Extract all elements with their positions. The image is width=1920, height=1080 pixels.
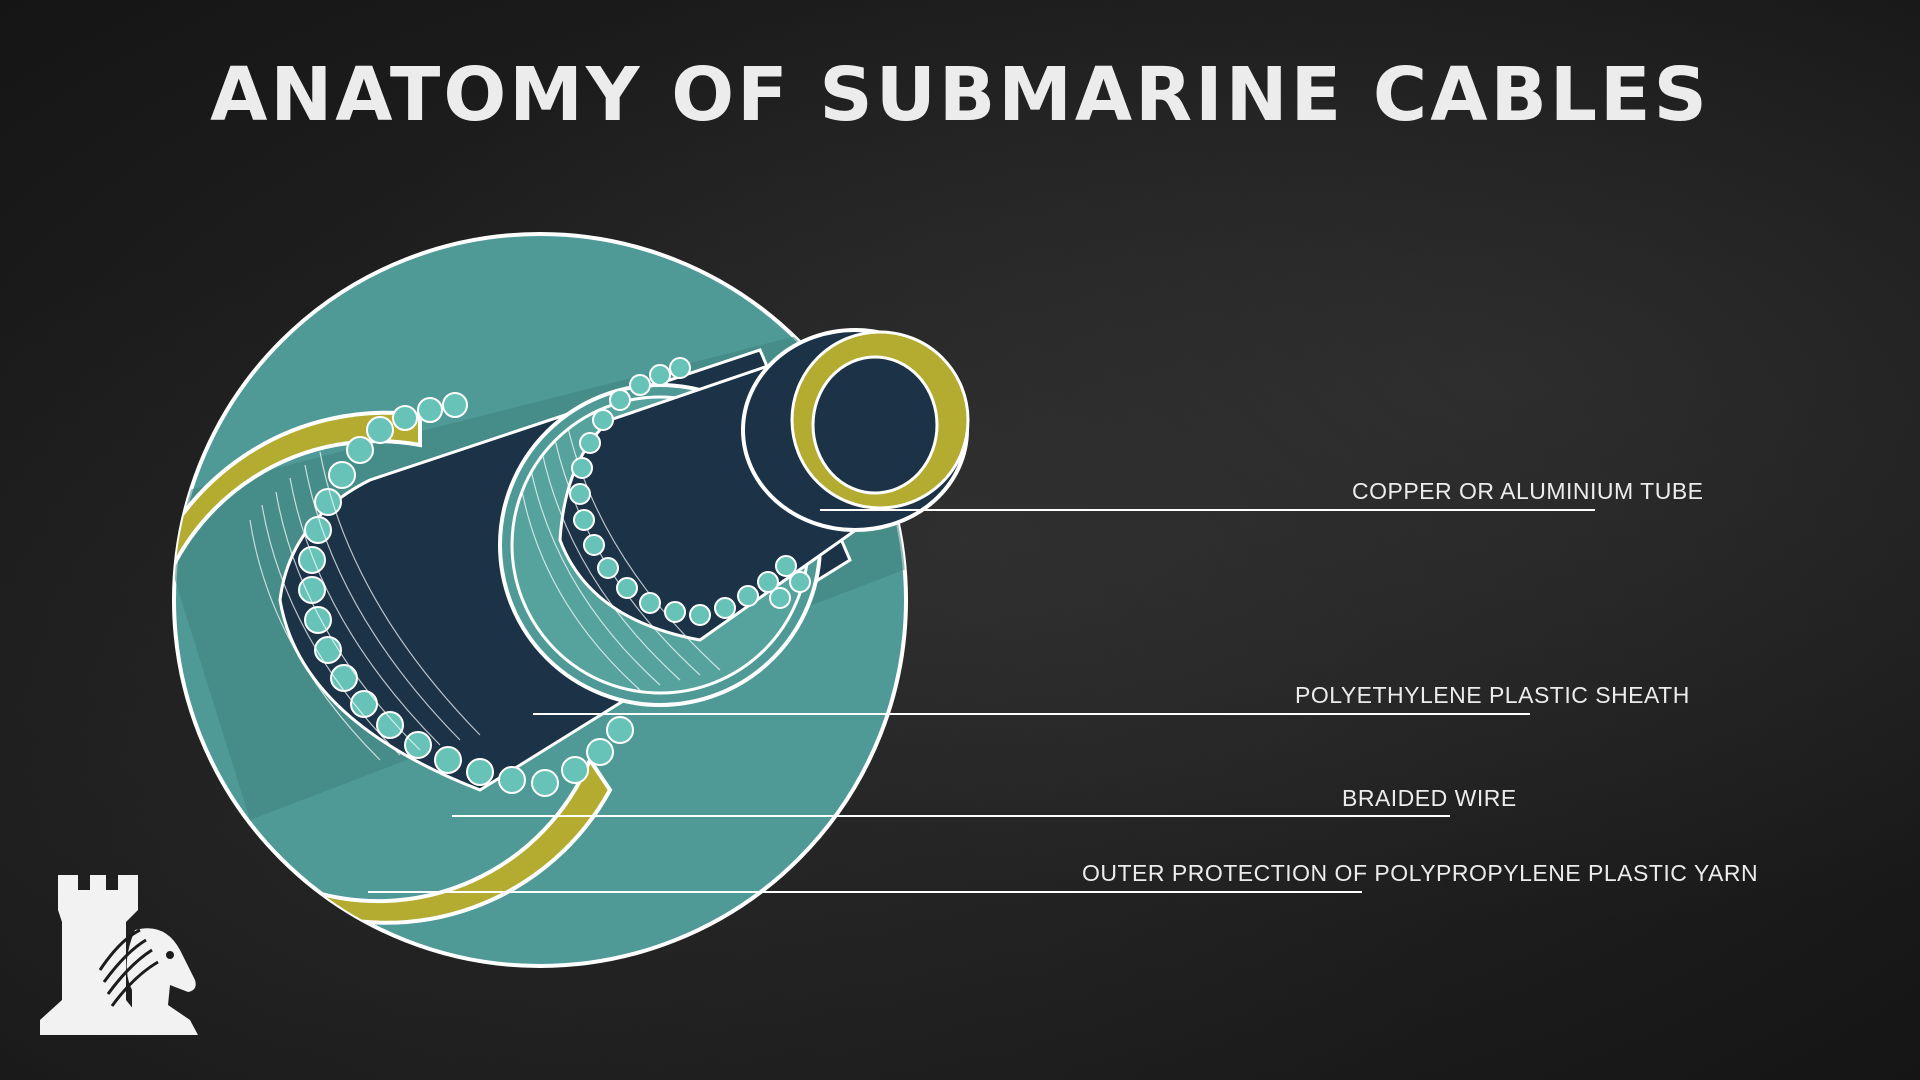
page-title: ANATOMY OF SUBMARINE CABLES	[210, 52, 1710, 138]
label-copper-tube: COPPER OR ALUMINIUM TUBE	[1352, 478, 1704, 504]
pointer-lines	[368, 509, 1595, 893]
outer-braid-lines	[249, 451, 481, 761]
outer-protection-crescent	[174, 410, 613, 925]
label-polyethylene-sheath: POLYETHYLENE PLASTIC SHEATH	[1295, 682, 1690, 708]
rook-knight-logo-icon	[40, 875, 198, 1035]
label-braided-wire: BRAIDED WIRE	[1342, 785, 1517, 811]
outer-braided-beads	[298, 392, 634, 797]
label-outer-protection: OUTER PROTECTION OF POLYPROPYLENE PLASTI…	[1082, 860, 1759, 886]
copper-tube-hole	[811, 355, 939, 495]
inner-braided-beads	[569, 357, 811, 626]
